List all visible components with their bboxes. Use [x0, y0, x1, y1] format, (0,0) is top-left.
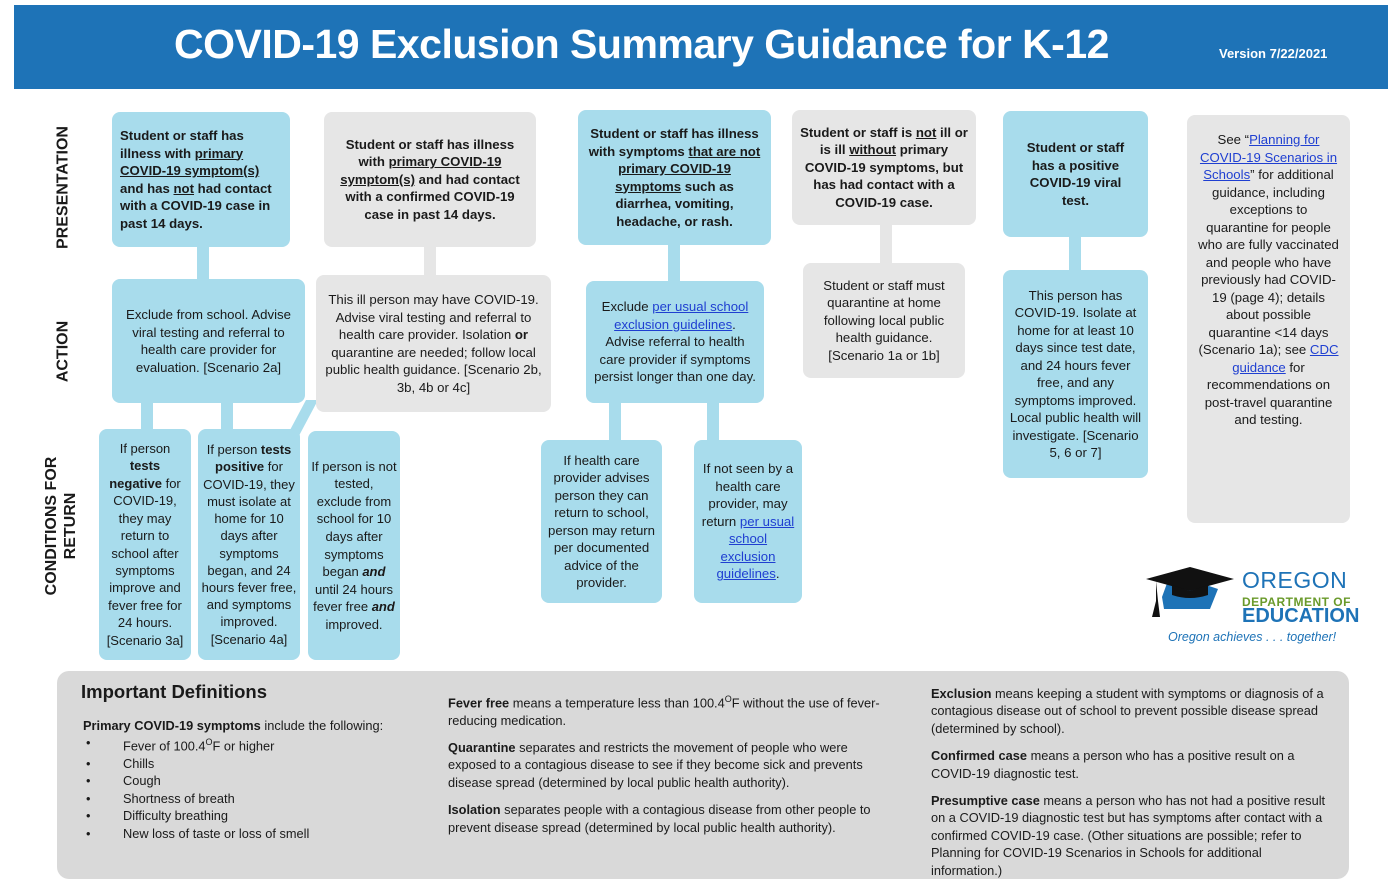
connector — [880, 225, 892, 265]
definitions-col-3: Exclusion means keeping a student with s… — [931, 686, 1326, 878]
row-label-presentation: PRESENTATION — [54, 126, 72, 249]
condition-box-5: If not seen by a health care provider, m… — [694, 440, 802, 603]
presentation-box-1: Student or staff has illness with primar… — [112, 112, 290, 247]
presentation-box-3: Student or staff has illness with sympto… — [578, 110, 771, 245]
definitions-col-2: Fever free means a temperature less than… — [448, 694, 880, 835]
connector — [609, 402, 621, 444]
planning-scenarios-link[interactable]: Planning for COVID-19 Scenarios in Schoo… — [1199, 132, 1338, 182]
logo-department-text: DEPARTMENT OF — [1242, 595, 1351, 609]
action-box-3: Exclude per usual school exclusion guide… — [586, 281, 764, 403]
list-item: Cough — [83, 772, 413, 790]
action-box-2: This ill person may have COVID-19. Advis… — [316, 275, 551, 412]
symptom-list: Fever of 100.4OF or higher Chills Cough … — [83, 734, 413, 842]
presentation-box-2: Student or staff has illness with primar… — [324, 112, 536, 247]
definitions-panel: Important Definitions Primary COVID-19 s… — [57, 671, 1349, 879]
page-title: COVID-19 Exclusion Summary Guidance for … — [174, 21, 1109, 67]
action-box-1: Exclude from school. Advise viral testin… — [112, 279, 305, 403]
presentation-box-4: Student or staff is not ill or is ill wi… — [792, 110, 976, 225]
logo-education-text: EDUCATION — [1242, 605, 1360, 627]
definitions-col-1: Primary COVID-19 symptoms include the fo… — [83, 717, 413, 843]
connector — [141, 400, 153, 432]
document-page: COVID-19 Exclusion Summary Guidance for … — [14, 5, 1388, 888]
condition-box-2: If person tests positive for COVID-19, t… — [198, 429, 300, 660]
condition-box-4: If health care provider advises person t… — [541, 440, 662, 603]
side-note: See “Planning for COVID-19 Scenarios in … — [1187, 115, 1350, 523]
list-item: Shortness of breath — [83, 790, 413, 808]
exclusion-guidelines-link[interactable]: per usual school exclusion guidelines — [614, 299, 749, 332]
list-item: Fever of 100.4OF or higher — [83, 734, 413, 755]
definitions-heading: Important Definitions — [81, 681, 268, 702]
row-label-conditions: CONDITIONS FOR RETURN — [43, 456, 79, 596]
connector — [424, 245, 436, 277]
connector — [668, 245, 680, 283]
version-label: Version 7/22/2021 — [1219, 46, 1328, 61]
row-label-action: ACTION — [54, 320, 72, 383]
connector — [1069, 237, 1081, 271]
condition-box-1: If person tests negative for COVID-19, t… — [99, 429, 191, 660]
list-item: New loss of taste or loss of smell — [83, 825, 413, 843]
condition-box-3: If person is not tested, exclude from sc… — [308, 431, 400, 660]
connector — [221, 400, 233, 432]
connector — [197, 245, 209, 281]
oregon-education-logo: OREGON DEPARTMENT OF EDUCATION Oregon ac… — [1142, 565, 1359, 645]
cdc-guidance-link[interactable]: CDC guidance — [1232, 342, 1339, 375]
list-item: Difficulty breathing — [83, 807, 413, 825]
logo-tagline: Oregon achieves . . . together! — [1168, 630, 1337, 644]
graduation-cap-oregon-icon — [1146, 567, 1234, 617]
logo-oregon-text: OREGON — [1242, 567, 1348, 593]
action-box-5: This person has COVID-19. Isolate at hom… — [1003, 270, 1148, 478]
exclusion-guidelines-link-2[interactable]: per usual school exclusion guidelines — [716, 513, 795, 582]
header-banner: COVID-19 Exclusion Summary Guidance for … — [14, 5, 1388, 89]
connector — [707, 402, 719, 444]
action-box-4: Student or staff must quarantine at home… — [803, 263, 965, 378]
list-item: Chills — [83, 755, 413, 773]
presentation-box-5: Student or staff has a positive COVID-19… — [1003, 111, 1148, 237]
